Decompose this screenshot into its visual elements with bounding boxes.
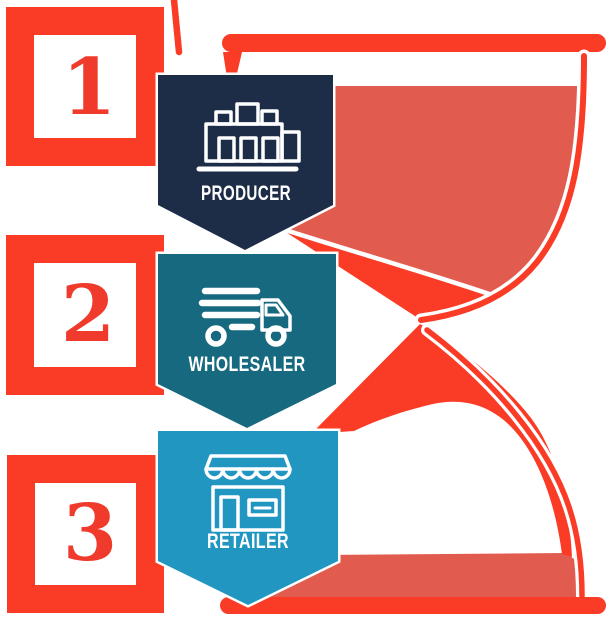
hourglass-left-glass-stem [223, 52, 242, 78]
step-2-number-box: 2 [6, 235, 164, 395]
storefront-icon [204, 454, 292, 532]
banner-wholesaler: WHOLESALER [155, 251, 339, 431]
number-frame-outer [6, 7, 164, 166]
hourglass-top-sand [278, 86, 577, 296]
hourglass-funnel-sand [278, 227, 496, 320]
glass-outline-bottom [424, 327, 585, 599]
step-number: 1 [62, 42, 116, 133]
banner-retailer: RETAILER [155, 428, 341, 608]
number-frame-inner [35, 483, 136, 585]
number-frame-inner [34, 35, 136, 138]
step-3-number-box: 3 [7, 455, 164, 613]
step-number: 3 [63, 488, 117, 579]
hourglass-top-left-line [170, 0, 183, 56]
hourglass-top-bar [222, 34, 606, 52]
hourglass-bottom-bar [220, 597, 606, 614]
banner-shape [155, 251, 339, 431]
hourglass [170, 0, 606, 614]
number-frame-inner [34, 263, 136, 367]
glass-outline-top [418, 53, 587, 323]
number-frame-outer [7, 455, 164, 613]
banner-shape [155, 428, 341, 608]
banner-label: WHOLESALER [189, 352, 306, 376]
step-number: 2 [61, 269, 115, 360]
factory-icon [196, 102, 301, 172]
truck-icon [198, 287, 292, 347]
hourglass-falling-sand [311, 324, 572, 557]
banner-producer: PRODUCER [155, 72, 336, 253]
step-1-number-box: 1 [6, 7, 164, 166]
number-frame-outer [6, 235, 164, 395]
banner-label: RETAILER [207, 529, 289, 553]
banner-label: PRODUCER [201, 181, 291, 205]
